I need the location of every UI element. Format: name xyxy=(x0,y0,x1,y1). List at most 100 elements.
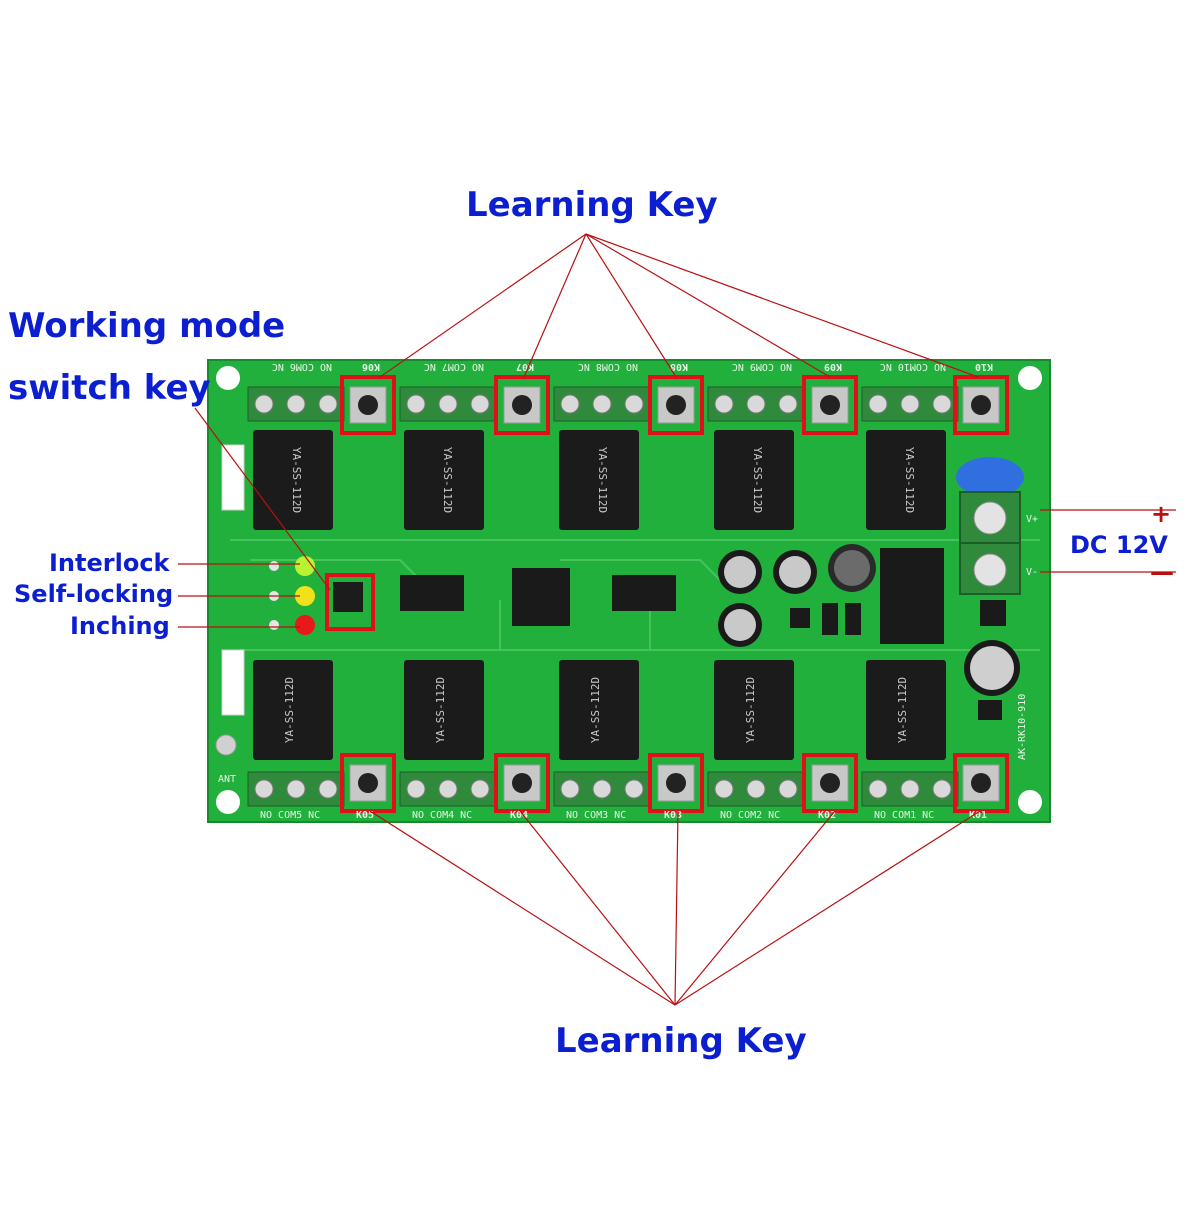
small-transistor xyxy=(790,608,810,628)
terminal-screw xyxy=(470,394,490,414)
terminal-label: NO COM3 NC xyxy=(566,810,626,821)
terminal-label: NO COM8 NC xyxy=(578,361,638,372)
mounting-hole xyxy=(216,790,240,814)
relay xyxy=(714,430,794,530)
learning-key-bottom-label: Learning Key xyxy=(555,1021,807,1061)
ic-chip xyxy=(612,575,676,611)
terminal-label: NO COM9 NC xyxy=(732,361,792,372)
learning-key-highlight xyxy=(340,753,396,813)
key-label: K06 xyxy=(362,361,380,372)
relay xyxy=(404,430,484,530)
led-small xyxy=(269,620,279,630)
small-transistor xyxy=(978,700,1002,720)
terminal-screw xyxy=(900,394,920,414)
terminal-screw xyxy=(714,779,734,799)
terminal-screw xyxy=(406,394,426,414)
button-cap[interactable] xyxy=(820,395,840,415)
relay-model-label: YA-SS-112D xyxy=(596,447,609,513)
learning-key-highlight xyxy=(494,375,550,435)
terminal-screw xyxy=(318,394,338,414)
microcontroller-chip xyxy=(512,568,570,626)
large-capacitor xyxy=(970,646,1014,690)
ic-chip xyxy=(400,575,464,611)
key-label: K05 xyxy=(356,810,374,821)
power-label-plus: V+ xyxy=(1026,514,1038,525)
electrolytic-capacitor xyxy=(724,609,756,641)
antenna-label: ANT xyxy=(218,774,236,785)
working-mode-label-line1: Working mode xyxy=(8,306,286,346)
button-cap[interactable] xyxy=(971,395,991,415)
button-cap[interactable] xyxy=(512,773,532,793)
pointer-line xyxy=(674,810,836,1006)
mode-leds xyxy=(269,556,315,635)
learning-key-highlight xyxy=(802,753,858,813)
pointer-line xyxy=(674,810,679,1006)
electrolytic-capacitor xyxy=(724,556,756,588)
pointer-line xyxy=(523,233,587,378)
button-cap[interactable] xyxy=(666,773,686,793)
relay xyxy=(714,660,794,760)
terminal-label: NO COM4 NC xyxy=(412,810,472,821)
terminal-screw xyxy=(778,394,798,414)
terminal-screw xyxy=(746,779,766,799)
pointer-line xyxy=(369,810,676,1006)
voltage-regulator xyxy=(880,548,944,644)
button-cap[interactable] xyxy=(358,395,378,415)
terminal-label: NO COM2 NC xyxy=(720,810,780,821)
led-red xyxy=(295,615,315,635)
relay-model-label: YA-SS-112D xyxy=(441,447,454,513)
small-transistor xyxy=(980,600,1006,626)
power-label-minus: V- xyxy=(1026,567,1038,578)
learning-key-highlight xyxy=(494,753,550,813)
minus-sign: — xyxy=(1150,558,1174,586)
programming-header xyxy=(221,444,245,511)
button-cap[interactable] xyxy=(666,395,686,415)
ceramic-capacitor xyxy=(956,457,1024,497)
terminal-screw xyxy=(438,394,458,414)
pointer-line xyxy=(519,810,676,1006)
terminal-screw xyxy=(900,779,920,799)
relay-model-label: YA-SS-112D xyxy=(903,447,916,513)
terminal-screw xyxy=(973,553,1007,587)
key-label: K04 xyxy=(510,810,528,821)
terminal-screw xyxy=(778,779,798,799)
working-mode-label-line2: switch key xyxy=(8,368,211,408)
inching-label: Inching xyxy=(70,612,170,640)
terminal-screw xyxy=(254,394,274,414)
learning-key-highlight xyxy=(953,753,1009,813)
pointer-line xyxy=(379,233,587,378)
interlock-label: Interlock xyxy=(49,549,170,577)
terminal-screw xyxy=(868,394,888,414)
key-label: K09 xyxy=(824,361,842,372)
terminal-label: NO COM1 NC xyxy=(874,810,934,821)
mounting-hole xyxy=(1018,790,1042,814)
electrolytic-capacitor xyxy=(834,550,870,586)
terminal-label: NO COM10 NC xyxy=(880,361,946,372)
pointer-line xyxy=(585,233,677,378)
terminal-screw xyxy=(560,394,580,414)
terminal-screw xyxy=(592,779,612,799)
pointer-line xyxy=(585,233,831,378)
programming-header xyxy=(221,649,245,716)
button-cap[interactable] xyxy=(820,773,840,793)
terminal-screw xyxy=(746,394,766,414)
button-cap[interactable] xyxy=(971,773,991,793)
antenna-coil xyxy=(215,734,237,756)
mode-switch-button[interactable] xyxy=(333,582,363,612)
plus-sign: + xyxy=(1151,500,1172,528)
terminal-screw xyxy=(624,394,644,414)
button-cap[interactable] xyxy=(358,773,378,793)
terminal-label: NO COM6 NC xyxy=(272,361,332,372)
button-cap[interactable] xyxy=(512,395,532,415)
key-label: K10 xyxy=(975,361,993,372)
learning-key-highlight xyxy=(953,375,1009,435)
relay-model-label: YA-SS-112D xyxy=(290,447,303,513)
pointer-line xyxy=(674,810,981,1006)
terminal-screw xyxy=(254,779,274,799)
learning-key-top-label: Learning Key xyxy=(466,185,718,225)
learning-key-highlight xyxy=(648,753,704,813)
key-label: K03 xyxy=(664,810,682,821)
terminal-screw xyxy=(624,779,644,799)
